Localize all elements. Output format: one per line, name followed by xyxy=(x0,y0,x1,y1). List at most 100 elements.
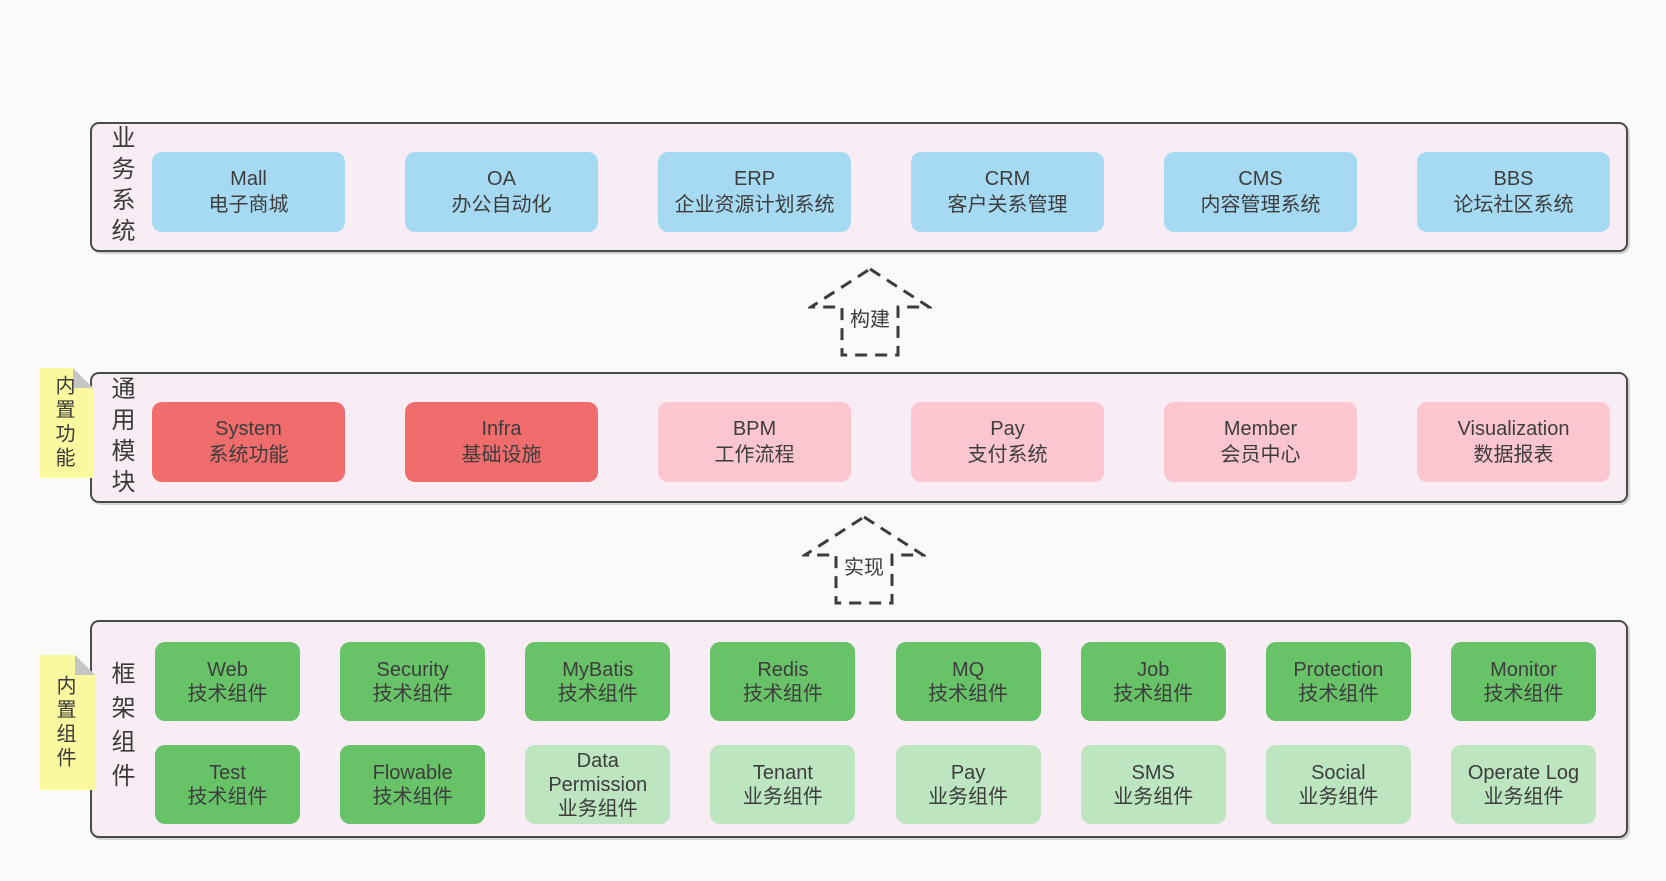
box-title: Security xyxy=(376,658,449,681)
box-subtitle: 技术组件 xyxy=(372,682,453,705)
common-modules-panel: 通用模块 System 系统功能 Infra 基础设施 BPM 工作流程 Pay… xyxy=(90,372,1628,503)
box-title: Infra xyxy=(481,418,522,440)
box-title: Social xyxy=(1311,761,1366,784)
box-subtitle: 支付系统 xyxy=(967,444,1048,466)
box-title: SMS xyxy=(1131,761,1175,784)
box-title: CRM xyxy=(984,168,1031,190)
build-arrow-label: 构建 xyxy=(845,302,895,333)
box-title: Pay xyxy=(950,761,986,784)
box-visualization: Visualization 数据报表 xyxy=(1417,402,1610,482)
built-in-features-note: 内置功能 xyxy=(40,368,93,478)
box-subtitle: 业务组件 xyxy=(1298,785,1379,808)
box-title: Test xyxy=(209,761,246,784)
framework-row-2: Test 技术组件 Flowable 技术组件 Data Permission … xyxy=(92,745,1626,824)
box-title: Operate Log xyxy=(1467,761,1580,784)
sticky-note-text: 内置组件 xyxy=(53,674,75,771)
box-subtitle: 会员中心 xyxy=(1220,444,1301,466)
box-subtitle: 基础设施 xyxy=(461,444,542,466)
implement-arrow: 实现 xyxy=(802,514,926,606)
box-title: OA xyxy=(487,168,516,190)
box-title: BBS xyxy=(1493,168,1534,190)
box-title: MQ xyxy=(951,658,985,681)
box-erp: ERP 企业资源计划系统 xyxy=(658,152,851,232)
box-subtitle: 系统功能 xyxy=(208,444,289,466)
common-modules-title: 通用模块 xyxy=(107,375,134,500)
box-mall: Mall 电子商城 xyxy=(152,152,345,232)
box-protection: Protection 技术组件 xyxy=(1265,642,1411,721)
box-subtitle: 论坛社区系统 xyxy=(1453,194,1574,216)
box-title: Job xyxy=(1137,658,1170,681)
box-subtitle: 技术组件 xyxy=(372,785,453,808)
business-systems-title: 业务系统 xyxy=(107,125,134,249)
box-subtitle: 办公自动化 xyxy=(451,194,552,216)
box-title: Member xyxy=(1223,418,1298,440)
implement-arrow-label: 实现 xyxy=(839,550,889,581)
box-subtitle: 技术组件 xyxy=(1483,682,1564,705)
box-bpm: BPM 工作流程 xyxy=(658,402,851,482)
box-tenant: Tenant 业务组件 xyxy=(710,745,856,824)
box-test: Test 技术组件 xyxy=(155,745,300,824)
box-subtitle: 企业资源计划系统 xyxy=(674,194,835,216)
box-title: Pay xyxy=(990,418,1025,440)
box-title: Mall xyxy=(230,168,267,190)
box-title: Monitor xyxy=(1490,658,1557,681)
sticky-note-icon xyxy=(40,655,95,790)
box-pay-component: Pay 业务组件 xyxy=(895,745,1041,824)
box-subtitle: 工作流程 xyxy=(714,444,795,466)
box-title: Redis xyxy=(757,658,809,681)
box-subtitle: 技术组件 xyxy=(557,682,638,705)
box-title: BPM xyxy=(732,418,777,440)
box-subtitle: 客户关系管理 xyxy=(947,194,1068,216)
box-social: Social 业务组件 xyxy=(1265,745,1411,824)
common-modules-row: System 系统功能 Infra 基础设施 BPM 工作流程 Pay 支付系统… xyxy=(92,402,1626,482)
framework-row-1: Web 技术组件 Security 技术组件 MyBatis 技术组件 Redi… xyxy=(92,642,1626,721)
box-title: Tenant xyxy=(752,761,813,784)
box-bbs: BBS 论坛社区系统 xyxy=(1417,152,1610,232)
box-system: System 系统功能 xyxy=(152,402,345,482)
box-oa: OA 办公自动化 xyxy=(405,152,598,232)
box-title: Flowable xyxy=(372,761,453,784)
box-subtitle: 业务组件 xyxy=(557,797,638,820)
box-subtitle: 业务组件 xyxy=(742,785,823,808)
box-cms: CMS 内容管理系统 xyxy=(1164,152,1357,232)
box-redis: Redis 技术组件 xyxy=(710,642,856,721)
box-flowable: Flowable 技术组件 xyxy=(340,745,486,824)
box-data-permission: Data Permission 业务组件 xyxy=(525,745,671,824)
box-security: Security 技术组件 xyxy=(340,642,486,721)
box-mybatis: MyBatis 技术组件 xyxy=(525,642,671,721)
framework-components-title: 框架组件 xyxy=(107,661,134,797)
framework-components-panel: 框架组件 Web 技术组件 Security 技术组件 MyBatis 技术组件… xyxy=(90,620,1628,838)
box-monitor: Monitor 技术组件 xyxy=(1450,642,1596,721)
box-title: Web xyxy=(207,658,248,681)
box-subtitle: 数据报表 xyxy=(1473,444,1554,466)
box-subtitle: 技术组件 xyxy=(187,785,268,808)
box-pay-system: Pay 支付系统 xyxy=(911,402,1104,482)
box-title: System xyxy=(215,418,282,440)
sticky-note-text: 内置功能 xyxy=(52,375,74,471)
sticky-note-icon xyxy=(40,368,93,478)
box-subtitle: 技术组件 xyxy=(1113,682,1194,705)
business-systems-row: Mall 电子商城 OA 办公自动化 ERP 企业资源计划系统 CRM 客户关系… xyxy=(92,152,1626,232)
box-mq: MQ 技术组件 xyxy=(895,642,1041,721)
built-in-components-note: 内置组件 xyxy=(40,655,95,790)
box-title: Data Permission xyxy=(548,749,648,796)
box-member: Member 会员中心 xyxy=(1164,402,1357,482)
box-sms: SMS 业务组件 xyxy=(1080,745,1226,824)
build-arrow: 构建 xyxy=(808,266,932,358)
box-title: MyBatis xyxy=(562,658,634,681)
box-subtitle: 技术组件 xyxy=(1298,682,1379,705)
box-operate-log: Operate Log 业务组件 xyxy=(1450,745,1596,824)
box-subtitle: 技术组件 xyxy=(928,682,1009,705)
box-title: ERP xyxy=(733,168,776,190)
box-infra: Infra 基础设施 xyxy=(405,402,598,482)
box-subtitle: 电子商城 xyxy=(208,194,289,216)
box-subtitle: 技术组件 xyxy=(742,682,823,705)
box-subtitle: 业务组件 xyxy=(1113,785,1194,808)
box-web: Web 技术组件 xyxy=(155,642,300,721)
box-title: Visualization xyxy=(1457,418,1570,440)
box-subtitle: 内容管理系统 xyxy=(1200,194,1321,216)
box-job: Job 技术组件 xyxy=(1080,642,1226,721)
box-title: Protection xyxy=(1293,658,1384,681)
business-systems-panel: 业务系统 Mall 电子商城 OA 办公自动化 ERP 企业资源计划系统 CRM… xyxy=(90,122,1628,252)
